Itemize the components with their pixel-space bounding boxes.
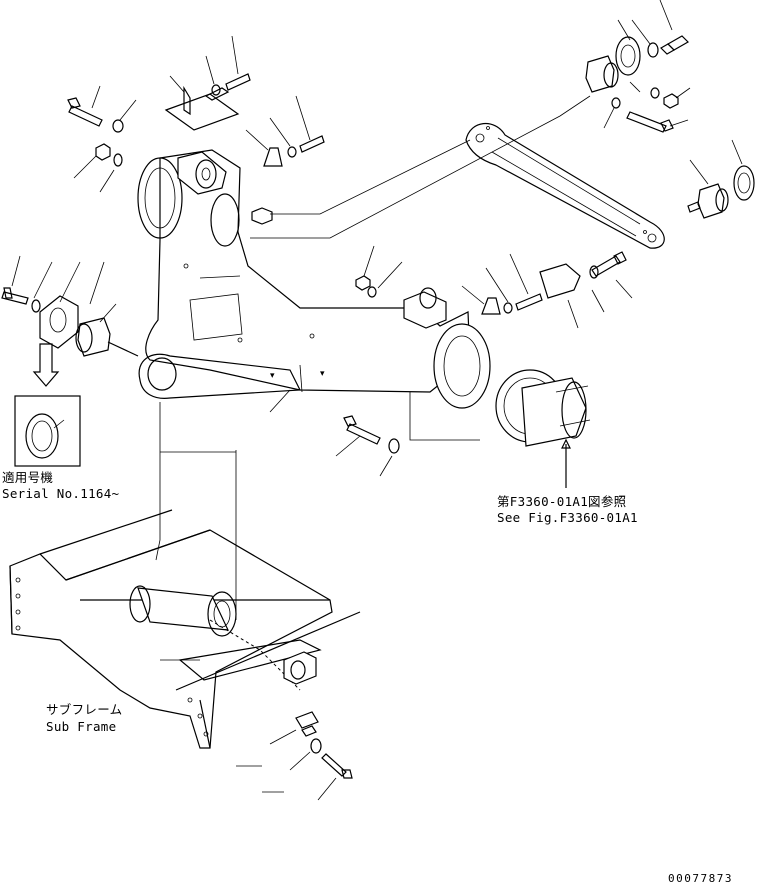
svg-text:▾: ▾ [270,371,275,381]
wheel-hub [495,369,591,488]
serial-label-en: Serial No.1164~ [2,486,120,501]
left-top-fasteners [67,35,325,225]
serial-detail-box [14,395,81,467]
sub-frame [9,509,361,749]
tie-rod [465,122,755,313]
lower-center-bolt [335,415,400,477]
axle-housing: ▾ ▾ [137,149,491,413]
subframe-fasteners [236,711,353,801]
top-right-fasteners [585,0,691,133]
subframe-label-en: Sub Frame [46,719,117,734]
serial-label-jp: 適用号機 [2,470,54,485]
routing-lines [155,95,591,620]
left-pivot-parts [1,255,139,387]
subframe-label-jp: サブフレーム [46,702,123,717]
svg-text:▾: ▾ [320,369,325,379]
figure-ref-jp: 第F3360-01A1図参照 [497,494,627,509]
figure-ref-en: See Fig.F3360-01A1 [497,510,638,525]
right-fasteners [355,245,581,329]
drawing-code: 00077873 [668,872,733,885]
